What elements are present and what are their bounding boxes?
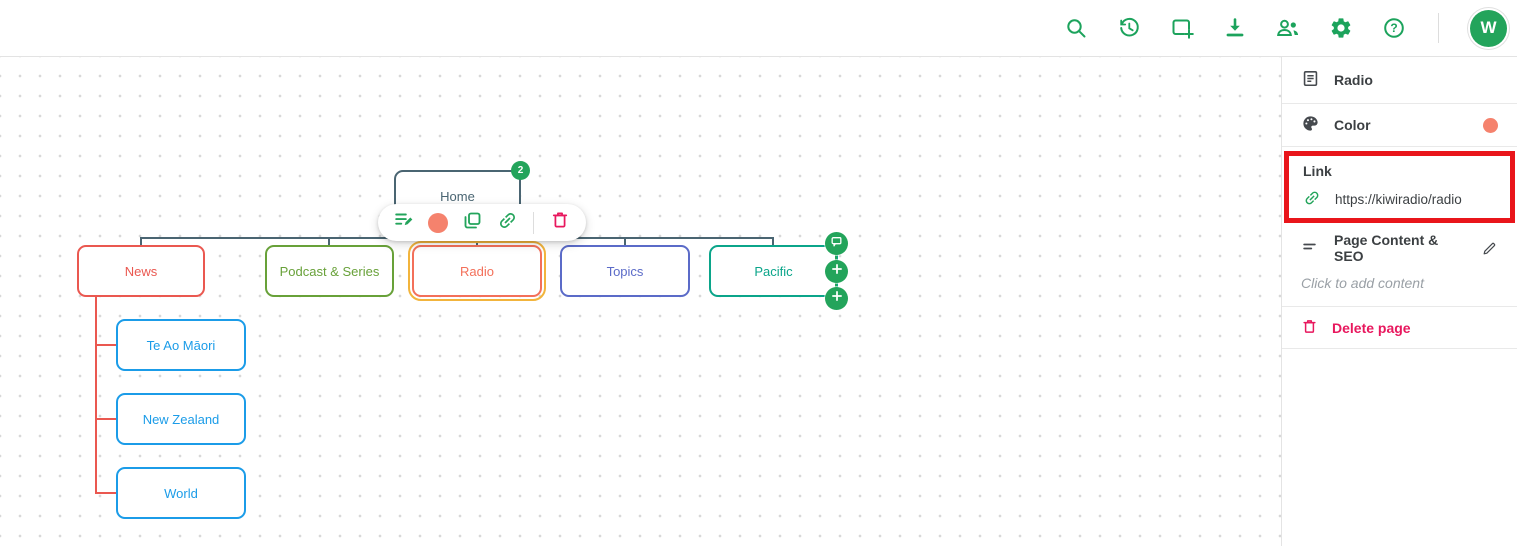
trash-icon	[1301, 318, 1318, 338]
sitemap-node-podcast-series[interactable]: Podcast & Series	[265, 245, 394, 297]
color-row[interactable]: Color	[1282, 104, 1517, 146]
page-content-seo-row[interactable]: Page Content & SEO	[1282, 227, 1517, 269]
delete-page-label: Delete page	[1332, 319, 1411, 336]
top-toolbar: ? W	[0, 0, 1517, 57]
settings-button[interactable]	[1328, 15, 1354, 41]
edit-content-button[interactable]	[1481, 240, 1498, 257]
gear-icon	[1329, 16, 1353, 40]
duplicate-icon	[462, 210, 483, 236]
link-page-button[interactable]	[496, 212, 518, 234]
color-label: Color	[1334, 117, 1371, 133]
search-button[interactable]	[1063, 15, 1089, 41]
connector-stub-news	[140, 237, 142, 246]
node-label: New Zealand	[142, 411, 220, 427]
delete-node-button[interactable]	[549, 212, 571, 234]
connector-stub-podcast	[328, 237, 330, 246]
connector-news-vline	[95, 296, 97, 494]
properties-panel: Radio Color Link https://kiwiradio/radio…	[1281, 57, 1517, 546]
page-color-swatch[interactable]	[1483, 117, 1498, 133]
version-history-button[interactable]	[1116, 15, 1142, 41]
node-label: Topics	[606, 263, 644, 279]
add-sibling-button[interactable]	[825, 260, 848, 283]
sitemap-node-te-ao-maori[interactable]: Te Ao Māori	[116, 319, 246, 371]
palette-icon	[1301, 114, 1320, 136]
edit-page-button[interactable]	[393, 212, 415, 234]
avatar-initial: W	[1480, 18, 1497, 37]
link-icon	[1303, 189, 1321, 210]
node-label: Podcast & Series	[279, 263, 380, 279]
node-action-toolbar	[378, 204, 586, 241]
connector-stub-topics	[624, 237, 626, 246]
edit-lines-icon	[393, 209, 415, 236]
add-comment-button[interactable]	[825, 232, 848, 255]
content-placeholder[interactable]: Click to add content	[1301, 275, 1424, 291]
sitemap-node-topics[interactable]: Topics	[560, 245, 690, 297]
link-label: Link	[1303, 163, 1332, 179]
node-label: Te Ao Māori	[146, 337, 216, 353]
page-title-row[interactable]: Radio	[1282, 57, 1517, 103]
text-lines-icon	[1301, 237, 1320, 259]
node-label: Home	[440, 188, 475, 204]
connector-news-stub-3	[95, 492, 117, 494]
node-label: Pacific	[754, 263, 793, 279]
add-frame-icon	[1170, 16, 1194, 40]
connector-news-stub-1	[95, 344, 117, 346]
sitemap-node-news[interactable]: News	[77, 245, 205, 297]
people-icon	[1275, 16, 1301, 40]
download-button[interactable]	[1222, 15, 1248, 41]
node-label: World	[164, 485, 198, 501]
history-icon	[1117, 16, 1141, 40]
connector-stub-radio	[476, 237, 478, 246]
add-child-button[interactable]	[825, 287, 848, 310]
duplicate-page-button[interactable]	[461, 212, 483, 234]
link-icon	[497, 210, 518, 236]
link-section-highlight: Link https://kiwiradio/radio	[1284, 151, 1515, 223]
sitemap-node-radio-selected[interactable]: Radio	[408, 241, 546, 301]
plus-icon	[830, 289, 844, 308]
header-divider	[1438, 13, 1439, 43]
child-count-badge: 2	[511, 161, 530, 180]
sitemap-node-world[interactable]: World	[116, 467, 246, 519]
connector-news-stub-2	[95, 418, 117, 420]
new-frame-button[interactable]	[1169, 15, 1195, 41]
delete-page-row[interactable]: Delete page	[1282, 307, 1517, 348]
sitemap-canvas[interactable]: Home 2 News Podcast & Series Radio Topic…	[0, 57, 1281, 546]
node-label: Radio	[460, 263, 494, 279]
connector-stub-pacific	[772, 237, 774, 246]
download-icon	[1223, 16, 1247, 40]
link-row[interactable]: https://kiwiradio/radio	[1289, 179, 1510, 210]
help-icon: ?	[1382, 16, 1406, 40]
comment-icon	[830, 235, 843, 253]
node-color-swatch[interactable]	[428, 212, 448, 233]
sitemap-node-pacific[interactable]: Pacific	[709, 245, 838, 297]
node-label: News	[124, 263, 158, 279]
collaborators-button[interactable]	[1275, 15, 1301, 41]
plus-icon	[830, 262, 844, 281]
page-icon	[1301, 69, 1320, 91]
user-avatar[interactable]: W	[1470, 9, 1507, 47]
toolbar-divider	[533, 211, 534, 234]
help-button[interactable]: ?	[1381, 15, 1407, 41]
page-title: Radio	[1334, 72, 1373, 88]
seo-label: Page Content & SEO	[1334, 232, 1439, 264]
svg-text:?: ?	[1390, 21, 1397, 35]
page-link-url[interactable]: https://kiwiradio/radio	[1335, 192, 1462, 207]
trash-icon	[550, 210, 570, 235]
search-icon	[1064, 16, 1088, 40]
sitemap-node-new-zealand[interactable]: New Zealand	[116, 393, 246, 445]
